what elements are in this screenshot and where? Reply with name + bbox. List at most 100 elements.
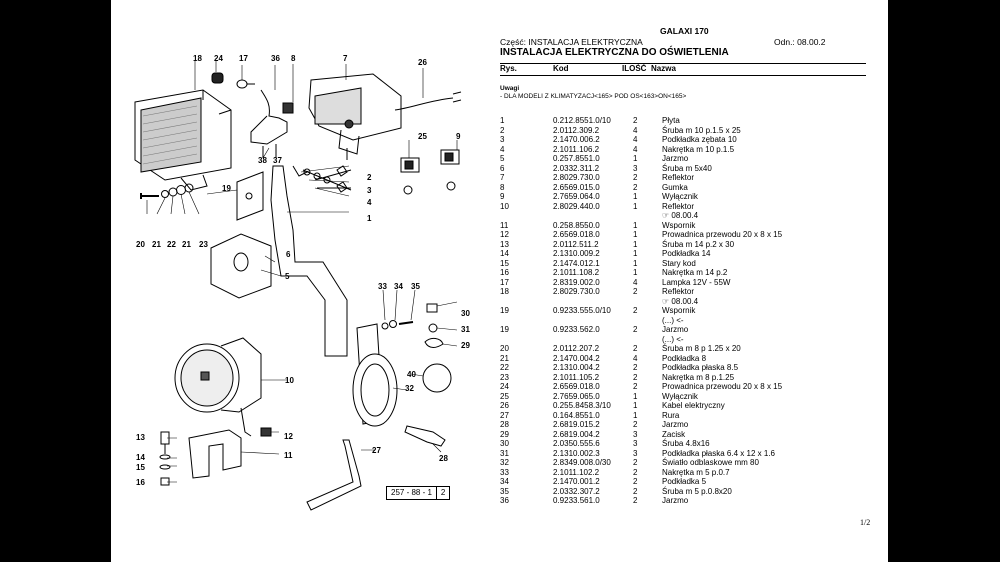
cell-ilosc: 3 [633, 163, 638, 173]
callout-26: 26 [418, 58, 427, 67]
cell-ilosc: 1 [633, 230, 638, 239]
section-title: INSTALACJA ELEKTRYCZNA DO OŚWIETLENIA [500, 47, 729, 58]
cell-ilosc: 1 [633, 239, 638, 249]
column-header-ilosc: ILOŚĆ [622, 64, 647, 73]
cell-ilosc: 2 [633, 363, 638, 372]
cell-kod: 2.1310.009.2 [553, 249, 600, 258]
cell-rys: 20 [500, 344, 509, 353]
callout-40: 40 [407, 370, 416, 379]
cell-kod: 2.0332.311.2 [553, 163, 600, 173]
callout-37: 37 [273, 156, 282, 165]
callout-32: 32 [405, 384, 414, 393]
cell-kod: 2.1470.004.2 [553, 353, 600, 363]
cell-rys: 12 [500, 230, 509, 239]
cell-nazwa: Nakrętka m 5 p.0.7 [662, 467, 730, 477]
callout-21: 21 [152, 240, 161, 249]
callout-15: 15 [136, 463, 145, 472]
cell-kod: 2.8349.008.0/30 [553, 458, 611, 467]
cell-kod: 0.212.8551.0/10 [553, 116, 611, 125]
callout-2: 2 [367, 173, 372, 182]
cell-nazwa: Gumka [662, 182, 688, 192]
cell-nazwa: Jarzmo [662, 496, 689, 505]
cell-kod: 0.9233.562.0 [553, 325, 600, 334]
cell-kod: 0.258.8550.0 [553, 220, 600, 230]
callout-23: 23 [199, 240, 208, 249]
cell-rys: 23 [500, 372, 509, 382]
drawing-reference-box: 257 - 88 - 1 2 [386, 486, 451, 500]
cell-ilosc: 2 [633, 116, 638, 125]
reflector-32 [352, 353, 398, 427]
table-row: ☞ 08.00.4 [500, 211, 888, 221]
cell-kod: 2.0112.511.2 [553, 239, 599, 249]
cable-guide-24 [211, 72, 224, 84]
cell-ilosc: 2 [633, 382, 638, 391]
callout-20: 20 [136, 240, 145, 249]
cell-rys: 34 [500, 477, 509, 486]
grommet-8 [282, 102, 294, 114]
cell-rys: 2 [500, 125, 505, 135]
cell-ilosc: 2 [633, 420, 638, 429]
drawing-reference-code: 257 - 88 - 1 [391, 488, 432, 497]
cell-kod: 2.8319.002.0 [553, 277, 600, 287]
callout-12: 12 [284, 432, 293, 441]
model-title: GALAXI 170 [660, 26, 709, 36]
callout-10: 10 [285, 376, 294, 385]
cell-ilosc: 2 [633, 306, 638, 315]
cell-ilosc: 1 [633, 391, 638, 401]
cell-rys: 14 [500, 249, 509, 258]
cell-rys: 3 [500, 135, 505, 144]
bolt-set-20-23 [140, 183, 194, 199]
cell-nazwa: Prowadnica przewodu 20 x 8 x 15 [662, 230, 783, 239]
cell-rys: 9 [500, 192, 505, 201]
cell-kod: 2.0350.555.6 [553, 439, 600, 448]
cell-rys: 19 [500, 306, 509, 315]
cell-rys: 21 [500, 353, 509, 363]
cell-nazwa: Wspornik [662, 220, 696, 230]
headlight-7 [308, 73, 402, 160]
cell-nazwa: Prowadnica przewodu 20 x 8 x 15 [662, 382, 783, 391]
part-group-label: Część: INSTALACJA ELEKTRYCZNA [500, 37, 643, 47]
cell-nazwa: Wyłącznik [662, 391, 698, 401]
cell-nazwa: Podkładka zębata 10 [662, 135, 737, 144]
cell-nazwa: ☞ 08.00.4 [662, 296, 699, 306]
cell-kod: 0.255.8458.3/10 [553, 401, 611, 410]
callout-11: 11 [284, 451, 293, 460]
cell-kod: 2.1011.105.2 [553, 372, 600, 382]
cell-kod: 2.1474.012.1 [553, 258, 600, 268]
cell-ilosc: 1 [633, 154, 638, 163]
cell-ilosc: 2 [633, 486, 638, 496]
cell-rys: 8 [500, 182, 505, 192]
tube-27 [306, 439, 362, 511]
cell-ilosc: 3 [633, 448, 638, 458]
cell-kod: 2.8029.440.0 [553, 201, 600, 211]
cell-rys: 26 [500, 401, 509, 410]
cell-nazwa: Reflektor [662, 287, 695, 296]
callout-29: 29 [461, 341, 470, 350]
cell-nazwa: Jarzmo [662, 420, 689, 429]
cell-rys: 10 [500, 201, 509, 211]
screw-30 [426, 303, 438, 313]
cell-rys: 16 [500, 268, 509, 277]
cell-ilosc: 2 [633, 467, 638, 477]
cell-nazwa: Jarzmo [662, 325, 689, 334]
cell-rys: 4 [500, 144, 505, 154]
cell-rys: 13 [500, 239, 509, 249]
document-page: 18 24 17 36 8 7 26 25 9 38 37 2 3 4 1 6 … [111, 0, 888, 562]
